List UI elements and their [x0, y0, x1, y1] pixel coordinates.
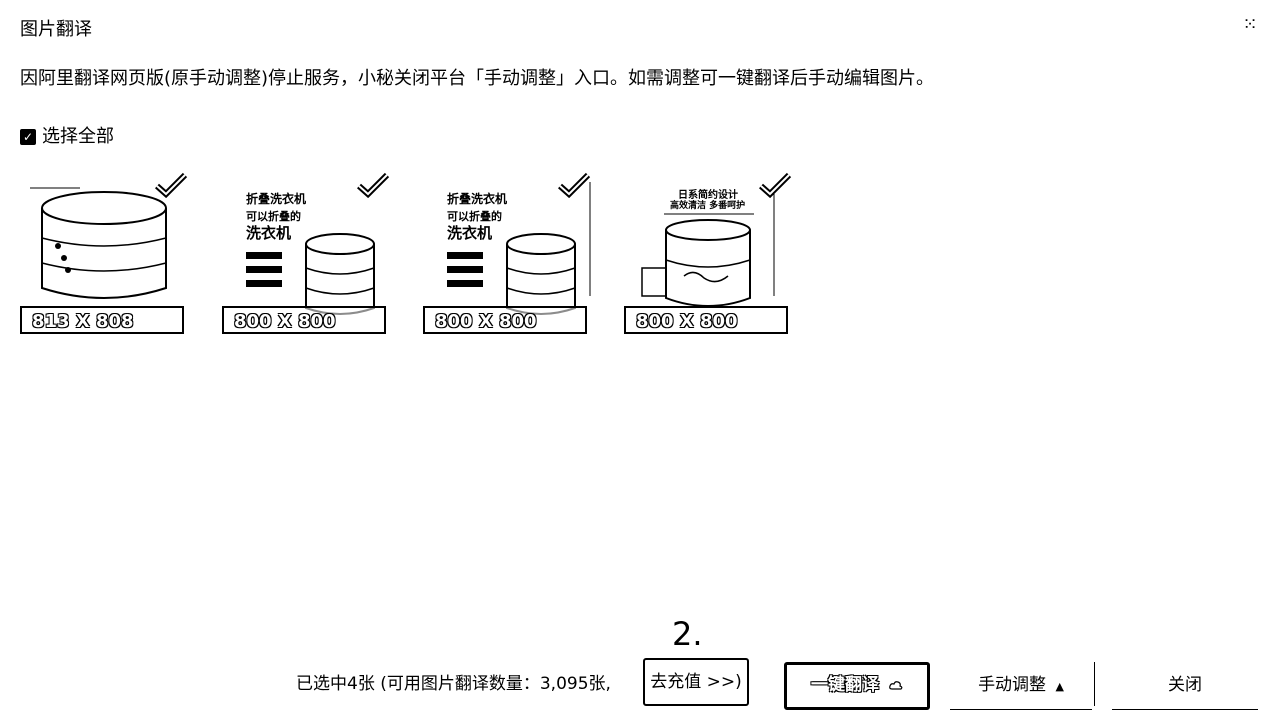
caret-up-icon: ▲: [1055, 680, 1064, 693]
dialog-footer: 已选中4张 (可用图片翻译数量：3,095张, 去充值 >>) 一键翻译 手动调…: [0, 656, 1280, 712]
checkmark-icon: [357, 172, 390, 198]
one-click-translate-button[interactable]: 一键翻译: [784, 662, 930, 710]
image-thumbnail[interactable]: 折叠洗衣机 可以折叠的 洗衣机 800 X 800: [423, 168, 591, 334]
image-size-label: 813 X 808: [20, 306, 184, 334]
image-size-label: 800 X 800: [222, 306, 386, 334]
recharge-button[interactable]: 去充值 >>): [643, 658, 749, 706]
close-button[interactable]: 关闭: [1112, 662, 1258, 710]
image-text: 日系简约设计: [678, 190, 738, 201]
selected-count-info: 已选中4张 (可用图片翻译数量：3,095张,: [296, 674, 611, 694]
image-text: 洗衣机: [447, 224, 493, 242]
checkbox-checked-icon[interactable]: ✓: [20, 129, 36, 145]
checkmark-icon: [759, 172, 792, 198]
image-text: 折叠洗衣机: [246, 192, 307, 206]
checkmark-icon: [558, 172, 591, 198]
translate-button-label: 一键翻译: [811, 675, 880, 695]
image-size-label: 800 X 800: [423, 306, 587, 334]
image-text: 可以折叠的: [447, 210, 502, 223]
step-annotation: 2.: [672, 615, 703, 653]
service-notice: 因阿里翻译网页版(原手动调整)停止服务，小秘关闭平台「手动调整」入口。如需调整可…: [20, 68, 935, 89]
image-text: 可以折叠的: [246, 210, 301, 223]
image-thumbnail[interactable]: 813 X 808: [20, 168, 188, 334]
image-thumbnail[interactable]: 日系简约设计 高效清洁 多番呵护 800 X 800: [624, 168, 792, 334]
image-text: 高效清洁 多番呵护: [670, 201, 746, 211]
manual-adjust-label: 手动调整: [978, 675, 1047, 695]
button-divider: [1094, 662, 1095, 706]
select-all-label: 选择全部: [42, 126, 114, 147]
cloud-icon: [889, 681, 903, 690]
close-icon[interactable]: ⁙: [1242, 14, 1258, 35]
select-all-checkbox[interactable]: ✓ 选择全部: [20, 124, 114, 150]
image-thumbnail[interactable]: 折叠洗衣机 可以折叠的 洗衣机 800 X 800: [222, 168, 390, 334]
image-text: 折叠洗衣机: [447, 192, 508, 206]
manual-adjust-button[interactable]: 手动调整 ▲: [950, 662, 1092, 710]
checkmark-icon: [155, 172, 188, 198]
dialog-title: 图片翻译: [20, 19, 92, 40]
image-size-label: 800 X 800: [624, 306, 788, 334]
image-text: 洗衣机: [246, 224, 292, 242]
